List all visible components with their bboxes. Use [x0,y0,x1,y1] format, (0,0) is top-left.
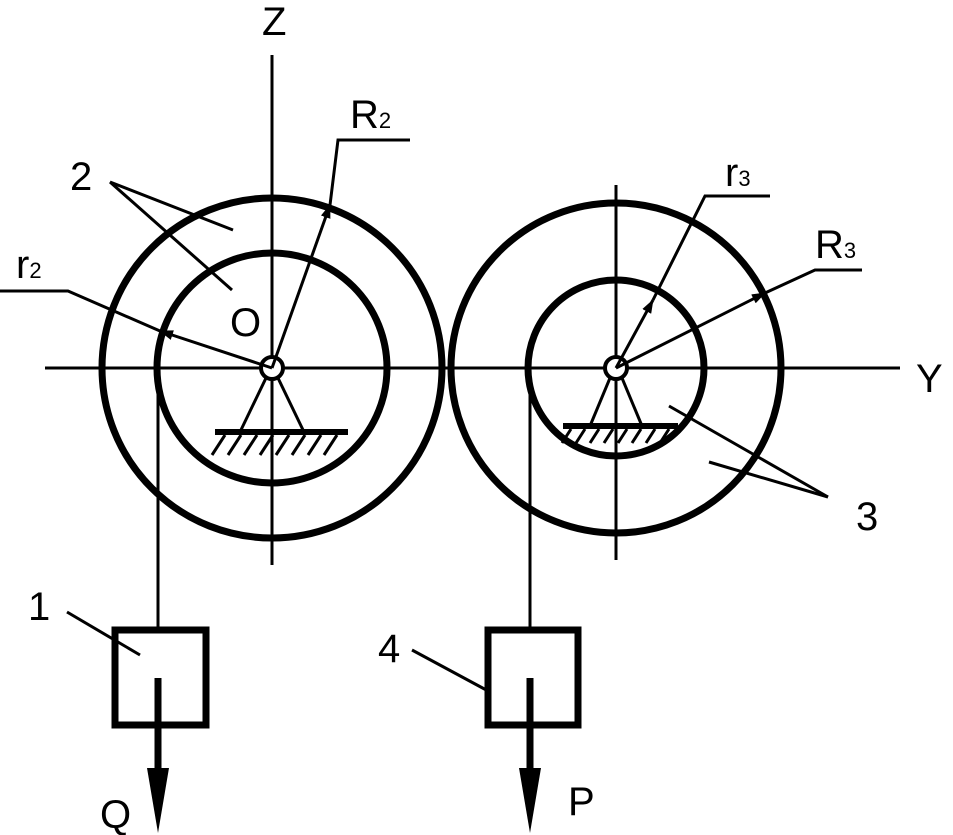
big-r2-label: R2 [350,93,391,137]
wheel-2-leader-b [109,180,233,292]
body-1-assembly [111,368,210,833]
wheel-2-outer-rim [98,194,446,542]
force-p-arrowhead [519,768,541,833]
wheel-2-leader-a [109,180,234,232]
big-r2-leader [328,138,410,206]
support-wheel-3 [560,377,678,444]
big-r3-label: R3 [815,223,856,267]
body-1-label: 1 [28,585,50,629]
small-r3-leader [651,194,770,301]
wheel-3-leader-b [708,460,829,499]
big-r2-arrow [270,204,332,369]
body-4-leader [411,648,491,694]
wheel-3-label: 3 [856,495,878,539]
body-4-label: 4 [378,627,400,671]
origin-label: O [230,301,261,345]
small-r3-arrow [614,299,655,369]
small-r3-label: r3 [725,151,751,195]
force-q-label: Q [100,793,131,835]
small-r2-label: r2 [16,243,42,287]
small-r2-arrow [159,329,273,370]
support-wheel-2 [210,377,348,456]
body-1-leader [66,610,141,657]
axis-y-label: Y [916,357,943,401]
force-p-label: P [568,780,595,824]
big-r3-leader [764,268,862,295]
radius-arrows [159,204,766,370]
leader-lines [0,138,862,694]
big-r3-arrow [615,291,766,370]
force-q-arrowhead [147,768,169,833]
small-r2-leader [0,289,161,333]
wheel-3 [447,199,785,537]
wheel-3-inner-rim [524,276,708,460]
wheel-3-leader-a [668,404,829,499]
body-4-assembly [484,368,582,833]
axis-z-label: Z [262,0,286,44]
wheel-3-outer-rim [447,199,785,537]
wheel-2-label: 2 [70,155,92,199]
